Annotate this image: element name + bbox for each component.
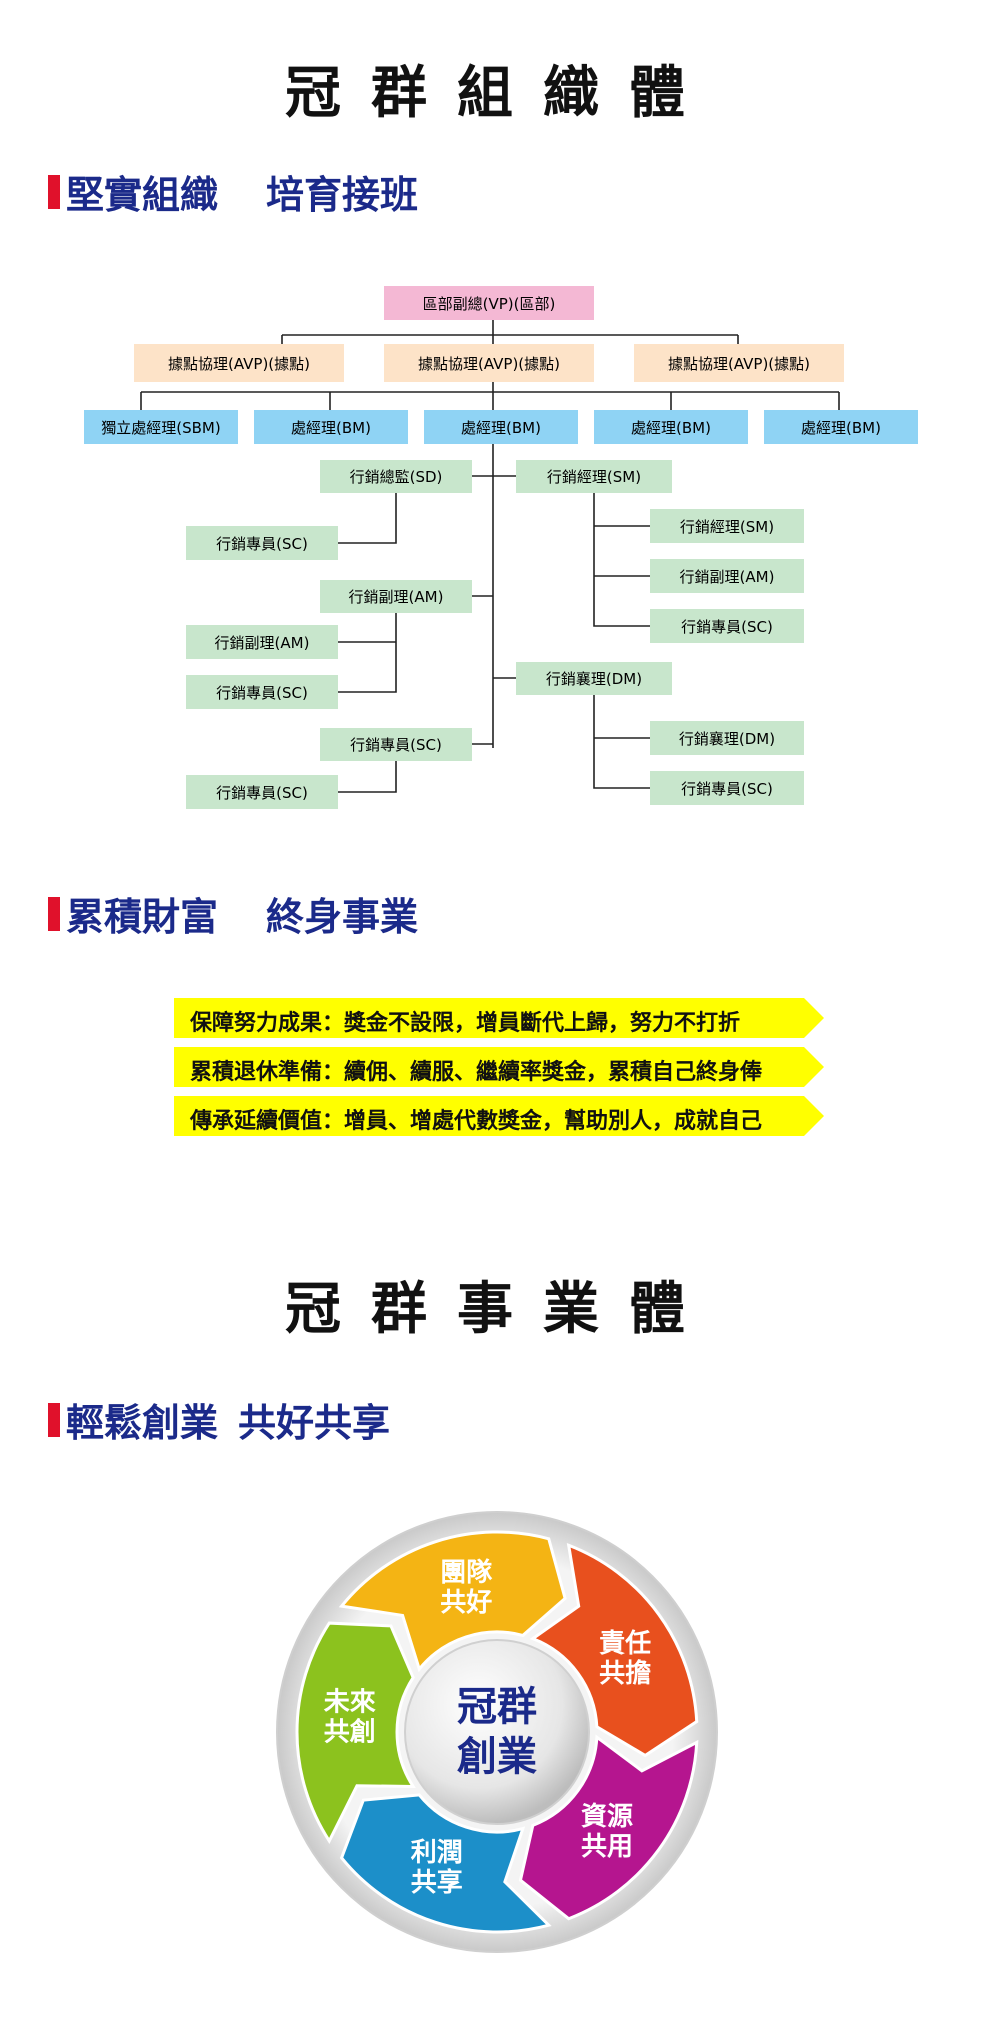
- benefit-banner: 保障努力成果：獎金不設限，增員斷代上歸，努力不打折: [174, 998, 824, 1038]
- org-section-heading: 堅實組織 培育接班: [48, 164, 418, 219]
- svg-text:行銷專員(SC): 行銷專員(SC): [350, 736, 442, 754]
- cycle-center-text-2: 創業: [457, 1734, 537, 1780]
- sd-sc-box: 行銷專員(SC): [186, 526, 338, 560]
- wealth-section-title-2: 終身事業: [266, 895, 419, 939]
- am-am-box: 行銷副理(AM): [186, 625, 338, 659]
- cycle-segment: [295, 1621, 416, 1844]
- svg-text:行銷專員(SC): 行銷專員(SC): [216, 535, 308, 553]
- svg-text:行銷專員(SC): 行銷專員(SC): [216, 784, 308, 802]
- red-bar-marker: [48, 896, 60, 931]
- svg-text:行銷專員(SC): 行銷專員(SC): [681, 618, 773, 636]
- am-box: 行銷副理(AM): [320, 580, 472, 613]
- svg-text:處經理(BM): 處經理(BM): [631, 419, 711, 437]
- benefit-text: 傳承延續價值：增員、增處代數獎金，幫助別人，成就自己: [190, 1109, 763, 1134]
- cycle-segment-label: 共享: [411, 1867, 463, 1898]
- dm-box: 行銷襄理(DM): [516, 662, 672, 695]
- svg-text:獨立處經理(SBM): 獨立處經理(SBM): [101, 419, 220, 437]
- bm-box: 處經理(BM): [764, 410, 918, 444]
- svg-text:據點協理(AVP)(據點): 據點協理(AVP)(據點): [668, 355, 810, 373]
- wealth-section-heading: 累積財富 終身事業: [48, 886, 418, 941]
- cycle-segment: [518, 1734, 699, 1921]
- benefit-banner: 傳承延續價值：增員、增處代數獎金，幫助別人，成就自己: [174, 1096, 824, 1136]
- bm-box: 處經理(BM): [254, 410, 408, 444]
- svg-text:據點協理(AVP)(據點): 據點協理(AVP)(據點): [168, 355, 310, 373]
- cycle-segment-label: 共用: [581, 1832, 633, 1862]
- svg-text:行銷專員(SC): 行銷專員(SC): [216, 684, 308, 702]
- sm-box: 行銷經理(SM): [516, 460, 672, 493]
- svg-text:行銷經理(SM): 行銷經理(SM): [680, 518, 774, 536]
- benefit-text: 累積退休準備：續佣、續服、繼續率獎金，累積自己終身俸: [190, 1060, 763, 1085]
- svg-text:區部副總(VP)(區部): 區部副總(VP)(區部): [423, 295, 556, 313]
- cycle-segment: [529, 1542, 699, 1758]
- svg-text:處經理(BM): 處經理(BM): [461, 419, 541, 437]
- cycle-segment-label: 共擔: [599, 1658, 651, 1689]
- svg-text:行銷襄理(DM): 行銷襄理(DM): [679, 730, 775, 748]
- benefit-text: 保障努力成果：獎金不設限，增員斷代上歸，努力不打折: [190, 1011, 741, 1036]
- red-bar-marker: [48, 1402, 60, 1437]
- svg-text:行銷襄理(DM): 行銷襄理(DM): [546, 670, 642, 688]
- dm-dm-box: 行銷襄理(DM): [650, 721, 804, 755]
- sm-sc-box: 行銷專員(SC): [650, 609, 804, 643]
- svg-text:行銷副理(AM): 行銷副理(AM): [349, 588, 444, 606]
- cycle-segment-label: 未來: [324, 1688, 376, 1718]
- biz-section-heading: 輕鬆創業 共好共享: [48, 1392, 390, 1447]
- cycle-segment: [338, 1530, 567, 1673]
- svg-text:處經理(BM): 處經理(BM): [801, 419, 881, 437]
- sc-box: 行銷專員(SC): [320, 728, 472, 761]
- cycle-segment-label: 資源: [581, 1802, 633, 1832]
- svg-text:行銷經理(SM): 行銷經理(SM): [547, 468, 641, 486]
- svg-text:行銷副理(AM): 行銷副理(AM): [215, 634, 310, 652]
- cycle-segment: [339, 1793, 552, 1934]
- benefit-banner: 累積退休準備：續佣、續服、繼續率獎金，累積自己終身俸: [174, 1047, 824, 1087]
- org-section-title-2: 培育接班: [266, 173, 419, 217]
- biz-title: 冠群事業體: [285, 1276, 715, 1342]
- dm-sc-box: 行銷專員(SC): [650, 771, 804, 805]
- cycle-segment-label: 利潤: [411, 1838, 463, 1868]
- sd-box: 行銷總監(SD): [320, 460, 472, 493]
- sm-am-box: 行銷副理(AM): [650, 559, 804, 593]
- cycle-segment-label: 共創: [324, 1718, 376, 1748]
- org-section-title-1: 堅實組織: [66, 173, 219, 217]
- biz-section-title-2: 共好共享: [238, 1401, 391, 1445]
- svg-text:據點協理(AVP)(據點): 據點協理(AVP)(據點): [418, 355, 560, 373]
- bm-box: 處經理(BM): [594, 410, 748, 444]
- sc-sc-box: 行銷專員(SC): [186, 775, 338, 809]
- svg-text:行銷總監(SD): 行銷總監(SD): [350, 468, 443, 486]
- avp-box: 據點協理(AVP)(據點): [134, 344, 344, 382]
- am-sc-box: 行銷專員(SC): [186, 675, 338, 709]
- org-chart-connectors: [140, 320, 840, 793]
- cycle-segment-label: 團隊: [440, 1558, 493, 1588]
- svg-text:行銷副理(AM): 行銷副理(AM): [680, 568, 775, 586]
- bm-box: 處經理(BM): [424, 410, 578, 444]
- cycle-center-text-1: 冠群: [457, 1684, 537, 1730]
- svg-text:處經理(BM): 處經理(BM): [291, 419, 371, 437]
- biz-section-title-1: 輕鬆創業: [66, 1401, 219, 1445]
- avp-box: 據點協理(AVP)(據點): [384, 344, 594, 382]
- sbm-box: 獨立處經理(SBM): [84, 410, 238, 444]
- svg-text:行銷專員(SC): 行銷專員(SC): [681, 780, 773, 798]
- sm-sm-box: 行銷經理(SM): [650, 509, 804, 543]
- cycle-segment-label: 責任: [599, 1629, 651, 1659]
- vp-box: 區部副總(VP)(區部): [384, 286, 594, 320]
- org-chart: 區部副總(VP)(區部) 據點協理(AVP)(據點) 據點協理(AVP)(據點)…: [84, 286, 918, 809]
- red-bar-marker: [48, 174, 60, 209]
- avp-box: 據點協理(AVP)(據點): [634, 344, 844, 382]
- cycle-center-disc: [404, 1639, 590, 1825]
- wealth-section-title-1: 累積財富: [66, 895, 219, 939]
- org-title: 冠群組織體: [285, 60, 715, 126]
- cycle-segment-label: 共好: [440, 1588, 492, 1618]
